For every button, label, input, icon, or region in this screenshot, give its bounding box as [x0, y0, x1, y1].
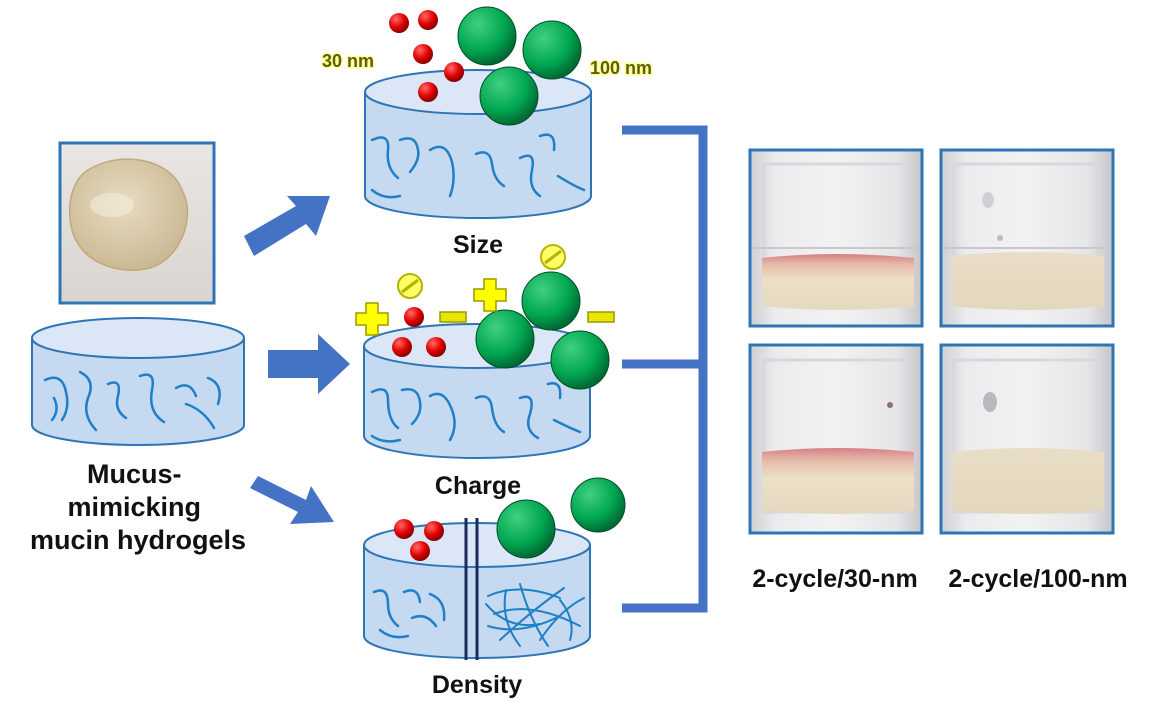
caption-100nm: 2-cycle/100-nm [948, 565, 1127, 593]
arrow-to-density [250, 476, 334, 524]
left-hydrogel-dish [31, 317, 245, 446]
result-photo-100nm-top [939, 148, 1115, 328]
result-photo-100nm-bottom [939, 343, 1115, 535]
size-label: Size [453, 231, 503, 259]
charge-particles [392, 271, 610, 390]
density-dish [363, 518, 591, 660]
size-particles [389, 6, 582, 126]
density-particles [394, 477, 626, 561]
result-photo-30nm-bottom [748, 343, 924, 535]
negative-charge-icon [587, 311, 615, 323]
result-photo-30nm-top [748, 148, 924, 328]
hydrogel-caption-line-2: mimicking [67, 492, 201, 522]
arrow-to-charge [268, 334, 350, 394]
caption-30nm: 2-cycle/30-nm [752, 565, 917, 593]
density-label: Density [432, 671, 522, 699]
positive-charge-icon [473, 278, 507, 312]
positive-charge-icon [355, 302, 389, 336]
hydrogel-caption: Mucus- mimicking mucin hydrogels [30, 459, 246, 555]
neutral-charge-icon [397, 273, 423, 299]
negative-charge-icon [439, 311, 467, 323]
charge-label: Charge [435, 472, 521, 500]
bracket-connector [622, 125, 708, 613]
hydrogel-caption-line-3: mucin hydrogels [30, 525, 246, 555]
large-particle-label: 100 nm [590, 58, 652, 78]
charge-signs [355, 244, 615, 336]
hydrogel-caption-line-1: Mucus- [87, 459, 182, 489]
small-particle-label: 30 nm [322, 51, 374, 71]
gel-droplet-photo [58, 141, 216, 305]
size-dish [364, 69, 592, 219]
arrow-to-size [244, 196, 330, 256]
neutral-charge-icon [540, 244, 566, 270]
